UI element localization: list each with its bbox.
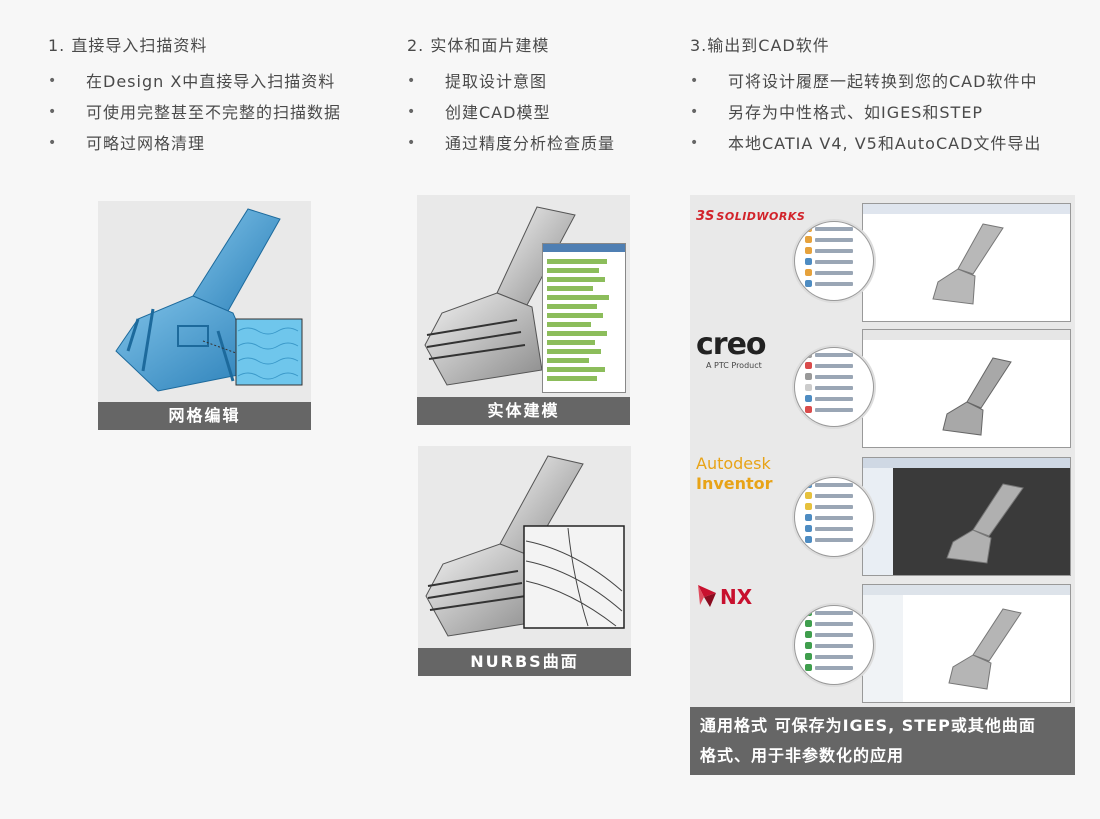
turbine-blade-icon (863, 458, 1070, 575)
export-caption-line1: 通用格式 可保存为IGES, STEP或其他曲面 (700, 716, 1036, 735)
list-item: 可略过网格清理 (48, 128, 341, 159)
cad-export-image: 3S SOLIDWORKS creo A PTC Product (690, 195, 1075, 707)
list-item: 提取设计意图 (407, 66, 615, 97)
column-title: 1. 直接导入扫描资料 (48, 36, 208, 55)
mesh-editing-image (98, 201, 311, 402)
inventor-tree-zoom (794, 477, 874, 557)
column-modeling: 2. 实体和面片建模 提取设计意图 创建CAD模型 通过精度分析检查质量 (407, 34, 615, 159)
mesh-caption: 网格编辑 (98, 402, 311, 430)
nx-logo: NX (696, 583, 752, 609)
list-item: 创建CAD模型 (407, 97, 615, 128)
creo-logo: creo A PTC Product (696, 327, 767, 371)
column-export: 3.输出到CAD软件 可将设计履歷一起转换到您的CAD软件中 另存为中性格式、如… (690, 34, 1041, 159)
list-item: 可将设计履歷一起转换到您的CAD软件中 (690, 66, 1041, 97)
list-item: 本地CATIA V4, V5和AutoCAD文件导出 (690, 128, 1041, 159)
nx-emblem-icon (698, 585, 716, 607)
blue-mesh-turbine-blade-icon (115, 208, 303, 392)
column-title: 2. 实体和面片建模 (407, 36, 550, 55)
export-caption: 通用格式 可保存为IGES, STEP或其他曲面 格式、用于非参数化的应用 (690, 707, 1075, 775)
nurbs-caption: NURBS曲面 (418, 648, 631, 676)
solidworks-screenshot (862, 203, 1071, 322)
feature-tree-window (542, 243, 626, 393)
column-title: 3.输出到CAD软件 (690, 36, 830, 55)
list-item: 通过精度分析检查质量 (407, 128, 615, 159)
nurbs-turbine-blade-icon (425, 455, 625, 637)
solidworks-logo: 3S SOLIDWORKS (696, 209, 806, 224)
solidworks-tree-zoom (794, 221, 874, 301)
turbine-blade-icon (863, 585, 1070, 702)
gray-solid-turbine-blade-icon (424, 206, 576, 386)
list-item: 另存为中性格式、如IGES和STEP (690, 97, 1041, 128)
turbine-blade-icon (863, 204, 1070, 305)
creo-screenshot (862, 329, 1071, 448)
nx-tree-zoom (794, 605, 874, 685)
turbine-blade-icon (863, 330, 1070, 436)
export-caption-line2: 格式、用于非参数化的应用 (700, 746, 905, 765)
column-import: 1. 直接导入扫描资料 在Design X中直接导入扫描资料 可使用完整甚至不完… (48, 34, 341, 159)
inventor-screenshot (862, 457, 1071, 576)
solid-caption: 实体建模 (417, 397, 630, 425)
solid-modeling-image (417, 195, 630, 397)
nurbs-surface-image (418, 446, 631, 648)
creo-tree-zoom (794, 347, 874, 427)
nx-screenshot (862, 584, 1071, 703)
list-item: 可使用完整甚至不完整的扫描数据 (48, 97, 341, 128)
autodesk-inventor-logo: Autodesk Inventor (696, 454, 773, 493)
list-item: 在Design X中直接导入扫描资料 (48, 66, 341, 97)
